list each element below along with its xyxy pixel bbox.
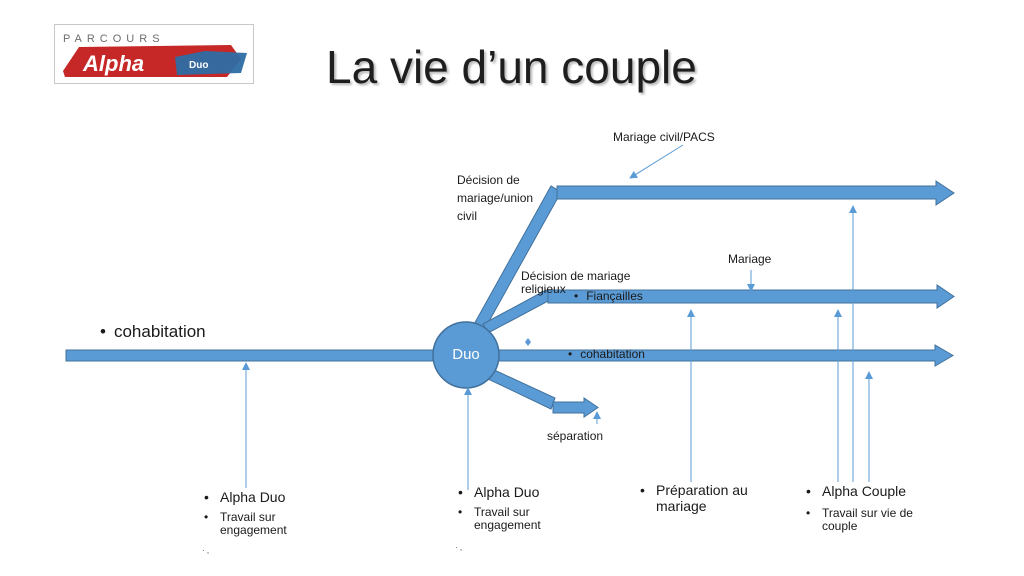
- bottom-group-sub: Travail sur vie de couple: [806, 507, 946, 533]
- small-dot-marker: [525, 338, 531, 346]
- logo-top-text: PARCOURS: [63, 33, 165, 45]
- page-title: La vie d’un couple: [326, 41, 697, 93]
- label-cohabitation-main: cohabitation: [100, 322, 206, 342]
- logo-badge-text: Duo: [189, 60, 208, 71]
- bottom-group-main: Préparation au mariage: [640, 482, 750, 514]
- pointer-civil-mariage: [629, 144, 684, 179]
- bottom-group-sub: Travail sur engagement: [458, 506, 588, 532]
- branch-separation-arrow: [552, 397, 599, 418]
- logo-main-text: Alpha: [82, 51, 144, 76]
- bottom-group-main: Alpha Couple: [806, 483, 946, 499]
- branch-civil-arrow: [556, 180, 955, 206]
- bottom-group-alpha-couple: Alpha Couple Travail sur vie de couple: [806, 483, 946, 533]
- bottom-group-preparation: Préparation au mariage: [640, 482, 750, 514]
- label-separation: séparation: [547, 429, 604, 443]
- label-mariage-civil-pacs: Mariage civil/PACS: [613, 130, 715, 144]
- parcours-alpha-duo-logo: PARCOURS Alpha Duo: [54, 24, 254, 84]
- logo-blue-brush: [175, 51, 247, 75]
- bottom-group-tick-1: · ,: [202, 546, 210, 555]
- bottom-group-alpha-duo-1: Alpha Duo Travail sur engagement: [204, 489, 334, 537]
- label-decision-civil: Décision de mariage/union civil: [457, 173, 534, 223]
- label-cohabitation-branch: cohabitation: [568, 347, 645, 361]
- label-fiancailles: Fiançailles: [574, 289, 643, 303]
- bottom-group-main: Alpha Duo: [204, 489, 334, 505]
- label-decision-religieux: Décision de mariage religieux: [521, 269, 631, 296]
- duo-node-label: Duo: [452, 346, 480, 363]
- bottom-group-alpha-duo-2: Alpha Duo Travail sur engagement: [458, 484, 588, 532]
- bottom-group-sub: Travail sur engagement: [204, 511, 334, 537]
- label-mariage: Mariage: [728, 252, 772, 266]
- bottom-group-tick-2: · ,: [455, 543, 463, 552]
- main-timeline-arrow: [65, 344, 954, 367]
- bottom-group-main: Alpha Duo: [458, 484, 588, 500]
